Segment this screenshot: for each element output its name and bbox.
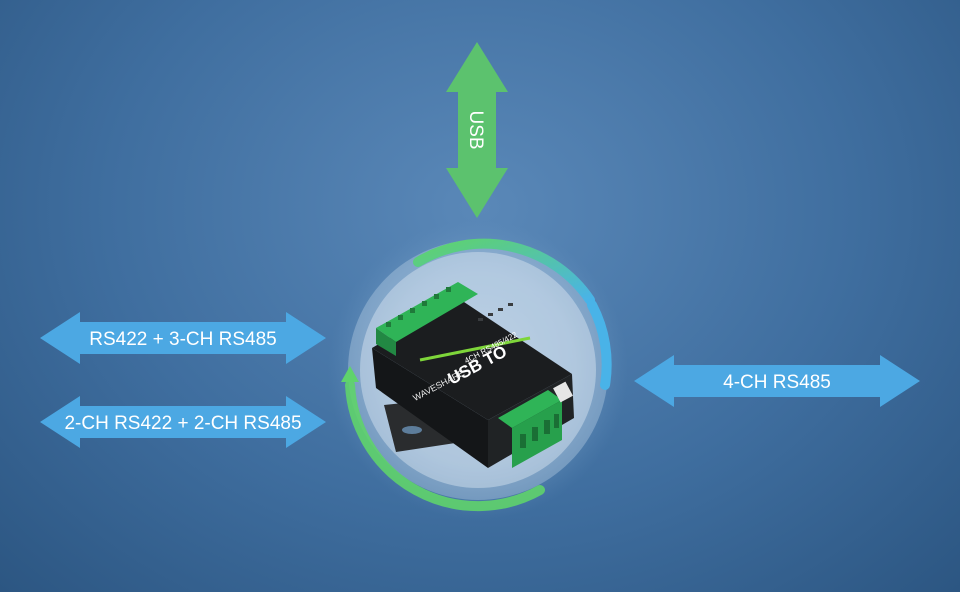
ring-arc-right [587, 300, 612, 390]
usb-port [553, 381, 573, 403]
usb-label: USB [465, 110, 486, 149]
ring-arc-top [413, 238, 595, 305]
usb-arrow: USB [446, 42, 508, 218]
status-leds [478, 303, 513, 321]
rs422-2ch-rs485-2ch-label: 2-CH RS422 + 2-CH RS485 [64, 413, 301, 434]
rs422-2ch-rs485-2ch-arrow: 2-CH RS422 + 2-CH RS485 [40, 396, 326, 448]
device-side [372, 348, 488, 468]
ring-arrowhead [341, 366, 359, 382]
rs422-3ch-rs485-label: RS422 + 3-CH RS485 [89, 329, 276, 350]
rs485-4ch-label: 4-CH RS485 [723, 372, 831, 393]
terminal-block-top [376, 282, 478, 356]
terminal-block-right [498, 390, 562, 468]
cycle-ring [341, 238, 612, 512]
mounting-hole [402, 426, 422, 434]
device-top [372, 298, 572, 420]
converter-device: USB TO 4CH RS485/422 WAVESHARE [372, 282, 574, 468]
label-stripe [419, 336, 531, 362]
rs422-3ch-rs485-arrow: RS422 + 3-CH RS485 [40, 312, 326, 364]
rs485-4ch-arrow: 4-CH RS485 [634, 355, 920, 407]
ring-arc-bottom [345, 380, 545, 512]
